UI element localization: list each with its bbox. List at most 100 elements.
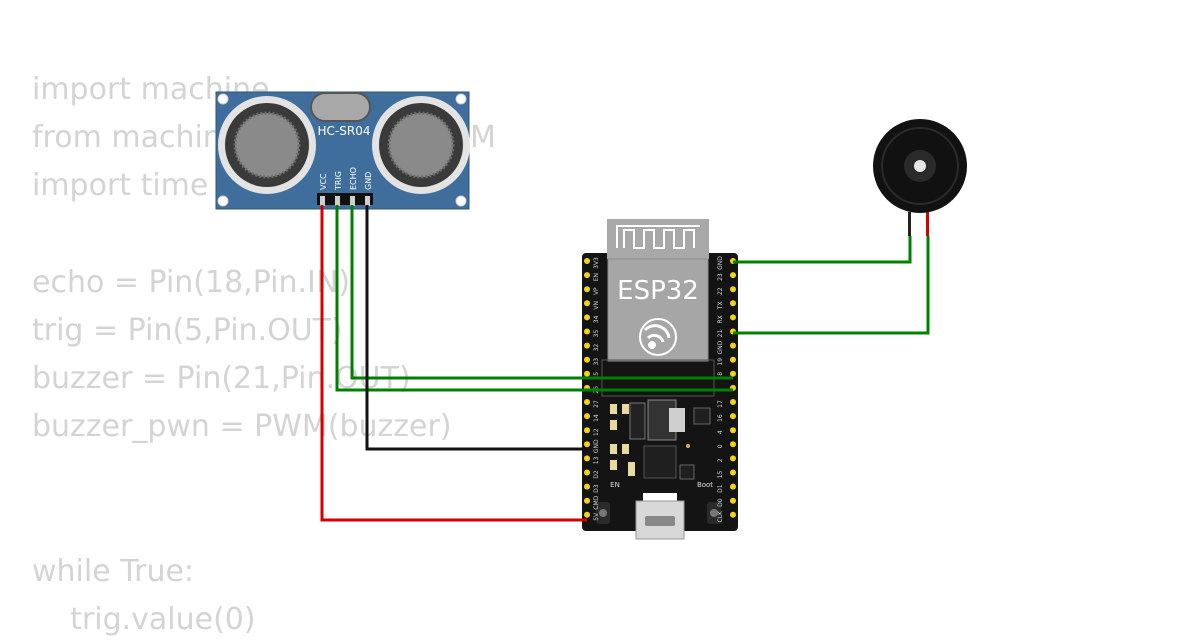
sensor-pin-header[interactable]	[317, 193, 373, 206]
usb-chip-icon	[643, 445, 677, 479]
board-pin[interactable]	[584, 258, 590, 264]
board-pin[interactable]	[730, 427, 736, 434]
board-pin[interactable]	[584, 342, 590, 349]
board-pin-label: EN	[593, 273, 600, 281]
board-pin-label: 15	[717, 471, 724, 479]
pin-label-vcc: VCC	[319, 173, 328, 190]
receiver-transducer-icon	[372, 96, 470, 194]
board-pin[interactable]	[730, 399, 736, 405]
board-pin-label: 18	[717, 372, 724, 380]
board-pin-label: D3	[593, 484, 600, 493]
antenna-trace-icon	[616, 225, 700, 249]
usb-port[interactable]	[635, 493, 685, 540]
board-pin[interactable]	[730, 413, 736, 420]
pin-label-gnd: GND	[364, 172, 373, 190]
board-pin-label: 16	[717, 414, 724, 422]
wire-layer	[320, 205, 930, 522]
transmitter-transducer-icon	[218, 96, 316, 194]
board-pin[interactable]	[584, 441, 590, 448]
board-pin[interactable]	[730, 497, 736, 504]
board-pin-label: GND	[593, 439, 600, 453]
buzzer[interactable]	[873, 119, 967, 236]
board-pin-label: TX	[717, 301, 724, 310]
buzzer-hole-icon	[914, 160, 926, 172]
boot-button[interactable]	[707, 502, 721, 524]
board-pin[interactable]	[730, 286, 736, 293]
board-pin[interactable]	[730, 342, 736, 349]
board-pin-label: CLK	[717, 510, 724, 523]
board-pin-label: 21	[717, 330, 724, 338]
board-pin[interactable]	[584, 511, 590, 518]
board-pin-label: 34	[593, 315, 600, 323]
code-line: echo = Pin(18,Pin.IN)	[32, 264, 351, 300]
board-pin-label: 13	[593, 456, 600, 464]
board-pin-label: 0	[717, 444, 724, 448]
wire-echo-to-gpio18[interactable]	[350, 205, 733, 380]
board-pin-label: 12	[593, 428, 600, 436]
crystal-oscillator-icon	[310, 92, 371, 122]
board-pin-label: 17	[717, 400, 724, 408]
board-pin[interactable]	[584, 272, 590, 279]
board-pin-label: 3V3	[593, 257, 600, 269]
circuit-canvas: HC-SR04 VCC TRIG ECHO GND ESP32	[215, 91, 967, 540]
board-pin-label: 23	[717, 273, 724, 281]
board-pin[interactable]	[584, 300, 590, 307]
board-label: ESP32	[617, 276, 699, 306]
board-pin-label: 32	[593, 344, 600, 352]
board-pin[interactable]	[584, 497, 590, 504]
board-pin[interactable]	[584, 469, 590, 476]
board-pin[interactable]	[584, 483, 590, 490]
wire-trig-to-gpio5[interactable]	[335, 205, 733, 392]
board-pin[interactable]	[730, 314, 736, 321]
board-pin-label: CMD	[593, 495, 600, 509]
board-pin-label: 35	[593, 330, 600, 338]
espressif-logo-icon	[639, 318, 677, 356]
pin-label-echo: ECHO	[349, 167, 358, 190]
board-pin[interactable]	[730, 455, 736, 462]
board-pin-label: RX	[717, 315, 724, 323]
board-pin-label: 14	[593, 414, 600, 422]
board-pin[interactable]	[584, 314, 590, 321]
board-pin[interactable]	[584, 328, 590, 335]
board-pin[interactable]	[584, 455, 590, 462]
code-line: buzzer_pwn = PWM(buzzer)	[32, 409, 452, 445]
board-pin[interactable]	[584, 399, 590, 405]
board-pin[interactable]	[584, 427, 590, 434]
mount-hole-icon	[455, 195, 467, 207]
board-pin-label: 25	[593, 372, 600, 380]
board-pin[interactable]	[730, 469, 736, 476]
mount-hole-icon	[217, 195, 229, 207]
wire-gnd-to-gnd[interactable]	[365, 205, 587, 451]
board-pin-label: 33	[593, 358, 600, 366]
wire-buzzer-neg-to-gnd[interactable]	[733, 236, 912, 264]
board-pin-label: D1	[717, 484, 724, 493]
en-button[interactable]	[596, 502, 610, 524]
board-pin[interactable]	[730, 300, 736, 307]
board-pin[interactable]	[730, 511, 736, 518]
board-pin-label: 22	[717, 287, 724, 295]
ultrasonic-sensor[interactable]: HC-SR04 VCC TRIG ECHO GND	[215, 91, 470, 210]
board-pin[interactable]	[730, 441, 736, 448]
board-pin-label: 5V	[593, 512, 600, 521]
board-pin[interactable]	[584, 356, 590, 363]
wire-vcc-to-5v[interactable]	[320, 205, 587, 522]
board-pin[interactable]	[584, 413, 590, 420]
board-pin[interactable]	[730, 370, 736, 377]
pin-label-trig: TRIG	[334, 171, 343, 191]
mount-hole-icon	[455, 93, 467, 105]
board-pin[interactable]	[584, 370, 590, 377]
esp32-board[interactable]: ESP32 EN Boot	[582, 219, 738, 540]
board-pin[interactable]	[730, 483, 736, 490]
sensor-label: HC-SR04	[318, 124, 371, 138]
board-pin[interactable]	[730, 272, 736, 279]
board-pin-label: 4	[717, 430, 724, 434]
board-pin[interactable]	[730, 356, 736, 363]
en-button-label: EN	[610, 481, 620, 489]
code-line: trig = Pin(5,Pin.OUT)	[32, 312, 343, 348]
code-line: import time	[32, 168, 209, 204]
boot-button-label: Boot	[697, 481, 713, 489]
code-line: import machine	[32, 72, 270, 107]
board-pin[interactable]	[584, 286, 590, 293]
wire-buzzer-pos-to-gpio21[interactable]	[733, 236, 930, 335]
